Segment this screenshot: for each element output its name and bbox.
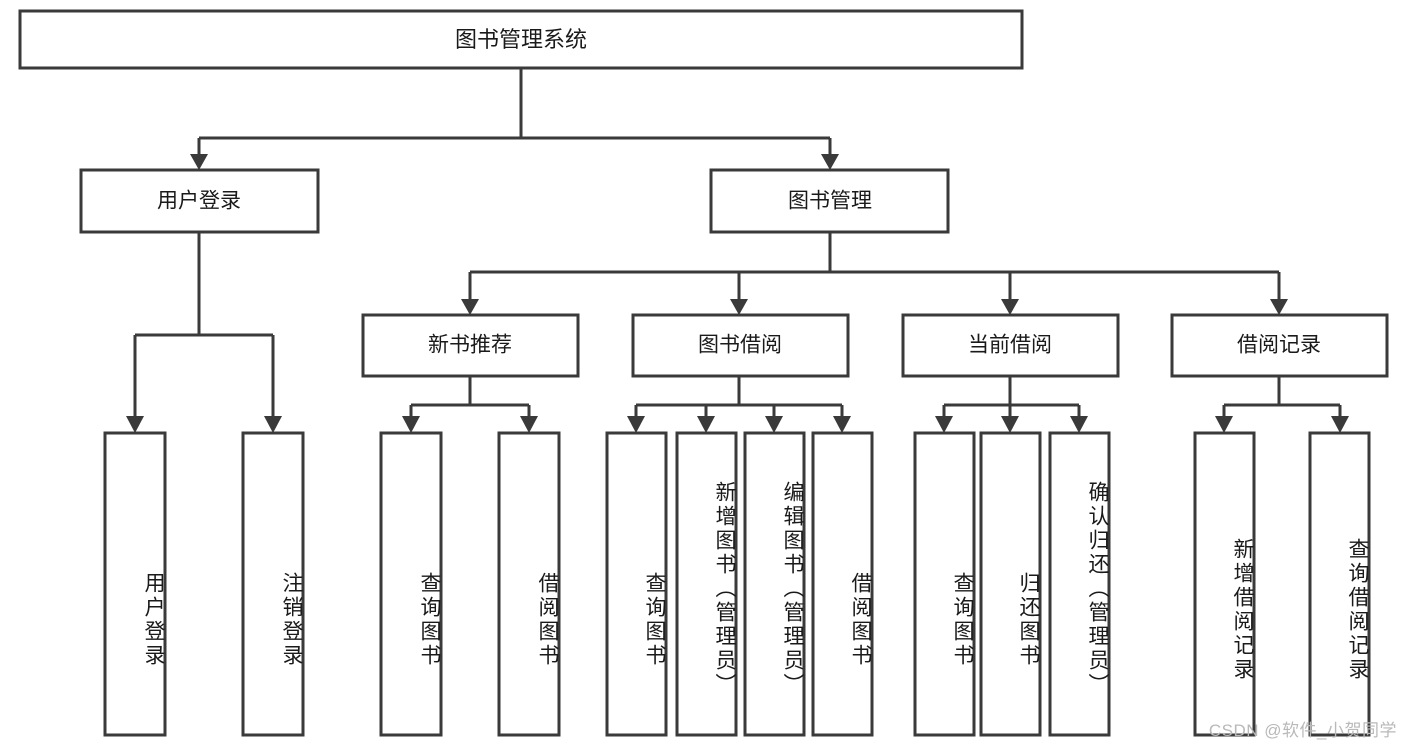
node-layer: 图书管理系统 用户登录 图书管理 新书推荐 图书借阅 当前借阅 借阅记录 — [18, 9, 1389, 737]
arrowhead-nb-leaf-2 — [520, 416, 538, 433]
leaf-box-borrow-record-0[interactable] — [1193, 431, 1256, 737]
arrowhead-br-leaf-2 — [1331, 416, 1349, 433]
leaf-box-book-borrow-2[interactable] — [743, 431, 806, 737]
arrowhead-cb-leaf-2 — [1001, 416, 1019, 433]
connector-layer — [126, 68, 1349, 433]
node-current-borrow-label: 当前借阅 — [968, 334, 1052, 357]
leaf-box-current-borrow-0[interactable] — [913, 431, 976, 737]
leaf-box-current-borrow-2[interactable] — [1048, 431, 1111, 737]
node-user-login-box[interactable] — [79, 168, 320, 234]
arrowhead-nb-leaf-1 — [402, 416, 420, 433]
node-current-borrow-box[interactable] — [901, 313, 1120, 378]
arrowhead-current-borrow — [1001, 299, 1019, 315]
node-book-mgmt-box[interactable] — [709, 168, 950, 234]
leaf-box-user-login-1[interactable] — [241, 431, 305, 737]
arrowhead-leaf-user-login — [126, 416, 144, 433]
arrowhead-borrow-record — [1270, 299, 1288, 315]
arrowhead-leaf-logout — [264, 416, 282, 433]
arrowhead-user-login — [190, 154, 208, 170]
arrowhead-br-leaf-1 — [1215, 416, 1233, 433]
node-borrow-record-box[interactable] — [1170, 313, 1389, 378]
leaf-box-new-book-0[interactable] — [379, 431, 443, 737]
arrowhead-cb-leaf-1 — [935, 416, 953, 433]
node-new-book-label: 新书推荐 — [428, 334, 512, 357]
node-borrow-record-label: 借阅记录 — [1237, 334, 1321, 357]
leaf-box-user-login-0[interactable] — [103, 431, 167, 737]
node-book-borrow-box[interactable] — [631, 313, 850, 378]
arrowhead-bb-leaf-1 — [627, 416, 645, 433]
leaf-box-current-borrow-1[interactable] — [979, 431, 1042, 737]
node-book-mgmt-label: 图书管理 — [788, 190, 872, 213]
arrowhead-cb-leaf-3 — [1070, 416, 1088, 433]
arrowhead-bb-leaf-2 — [697, 416, 715, 433]
arrowhead-new-book — [461, 299, 479, 315]
node-root-label: 图书管理系统 — [455, 27, 587, 52]
leaf-box-new-book-1[interactable] — [497, 431, 561, 737]
node-new-book-box[interactable] — [361, 313, 580, 378]
arrowhead-book-borrow — [730, 299, 748, 315]
node-user-login-label: 用户登录 — [157, 190, 241, 213]
arrowhead-bb-leaf-4 — [833, 416, 851, 433]
arrowhead-bb-leaf-3 — [765, 416, 783, 433]
leaf-box-borrow-record-1[interactable] — [1308, 431, 1371, 737]
leaf-box-book-borrow-0[interactable] — [605, 431, 668, 737]
leaf-box-book-borrow-1[interactable] — [675, 431, 738, 737]
leaf-box-book-borrow-3[interactable] — [811, 431, 874, 737]
arrowhead-book-mgmt — [821, 154, 839, 170]
node-book-borrow-label: 图书借阅 — [698, 334, 782, 357]
node-root-box[interactable] — [18, 9, 1024, 70]
csdn-watermark: CSDN @软件_小贺同学 — [1208, 721, 1397, 740]
